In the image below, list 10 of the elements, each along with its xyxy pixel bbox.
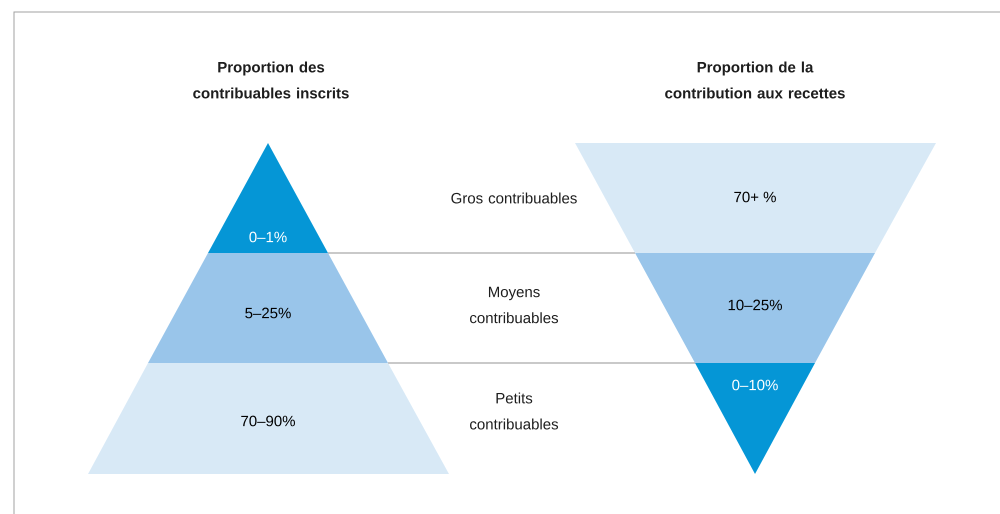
tier-label: Gros contribuables (451, 192, 577, 204)
column-heading: Proportion de la contribution aux recettes (665, 62, 845, 98)
tier-label: Moyens contribuables (470, 286, 558, 324)
pyramid-layer: 70–90% (88, 363, 449, 474)
pyramid-layer: 0–10% (695, 363, 815, 474)
pyramid-layer: 5–25% (148, 253, 388, 363)
pyramid-layer: 10–25% (635, 253, 876, 363)
tier-label: Petits contribuables (470, 392, 558, 430)
pyramid-layer: 0–1% (208, 143, 328, 253)
column-heading: Proportion des contribuables inscrits (193, 62, 349, 98)
